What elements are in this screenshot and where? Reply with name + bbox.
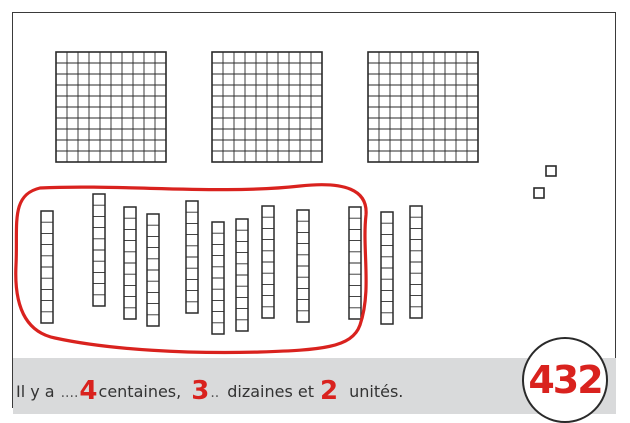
- ten-rod: [262, 206, 274, 318]
- sentence-prefix: Il y a: [16, 382, 55, 401]
- unit-cube: [534, 188, 544, 198]
- answer-dots: ....: [61, 385, 79, 401]
- unit-cubes: [534, 166, 556, 198]
- ten-rod: [410, 206, 422, 318]
- tens-answer: 3: [191, 378, 209, 404]
- ten-rod: [124, 207, 136, 319]
- ten-rod: [212, 222, 224, 334]
- hundred-block: [368, 52, 478, 162]
- ten-rod: [297, 210, 309, 322]
- hundreds-blocks: [56, 52, 478, 162]
- hundred-block: [56, 52, 166, 162]
- hundreds-answer: 4: [79, 378, 97, 404]
- ten-rod: [93, 194, 105, 306]
- units-word: unités.: [349, 382, 403, 401]
- hundred-block: [212, 52, 322, 162]
- ten-rod: [186, 201, 198, 313]
- ten-rod: [349, 207, 361, 319]
- ten-rod: [41, 211, 53, 323]
- unit-cube: [546, 166, 556, 176]
- tens-dots: ..: [210, 385, 219, 401]
- units-answer: 2: [320, 378, 338, 404]
- ten-rod: [147, 214, 159, 326]
- worksheet: Il y a .... 4 centaines, 3 .. dizaines e…: [0, 0, 630, 414]
- answer-sentence: Il y a .... 4 centaines, 3 .. dizaines e…: [16, 371, 403, 401]
- total-answer: 432: [522, 360, 608, 400]
- ten-rod: [236, 219, 248, 331]
- ten-rod: [381, 212, 393, 324]
- hundreds-word: centaines,: [99, 382, 182, 401]
- tens-word: dizaines et: [227, 382, 314, 401]
